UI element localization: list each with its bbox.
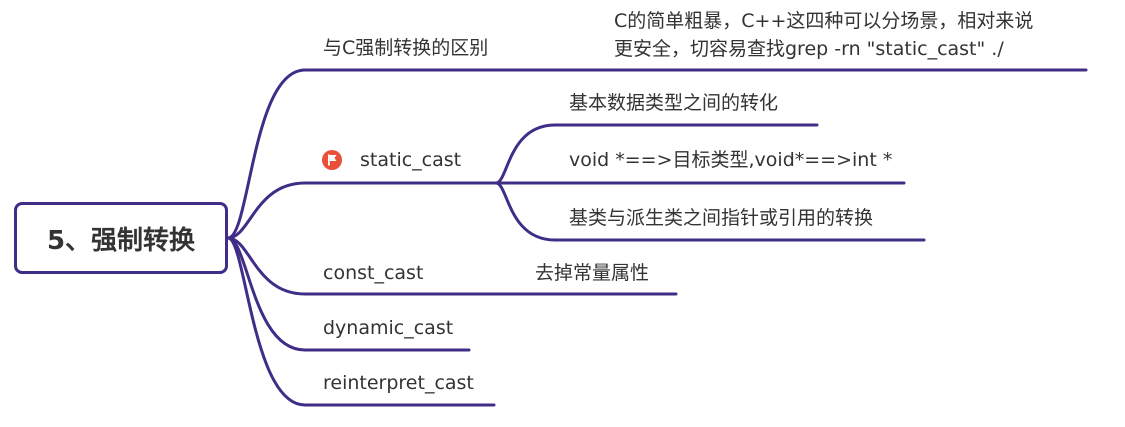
root-node[interactable]: 5、强制转换: [14, 202, 228, 274]
connector-static-child-1: [494, 123, 557, 185]
connector-branch-3: [226, 236, 307, 296]
branch-c-cast-difference[interactable]: 与C强制转换的区别: [323, 37, 489, 59]
root-node-label: 5、强制转换: [46, 225, 196, 256]
connector-branch-1: [226, 68, 307, 240]
connector-static-child-3: [494, 181, 557, 242]
connector-branch-2: [226, 181, 307, 240]
static-cast-child-basic-types[interactable]: 基本数据类型之间的转化: [569, 92, 779, 114]
branch-dynamic-cast[interactable]: dynamic_cast: [323, 317, 454, 339]
branch-reinterpret-cast[interactable]: reinterpret_cast: [323, 372, 474, 394]
const-cast-child-remove-const[interactable]: 去掉常量属性: [535, 262, 650, 284]
branch-static-cast[interactable]: static_cast: [360, 149, 462, 171]
note-line-1: C的简单粗暴，C++这四种可以分场景，相对来说: [614, 10, 1034, 32]
static-cast-child-base-derived[interactable]: 基类与派生类之间指针或引用的转换: [569, 207, 874, 229]
red-flag-icon: [322, 150, 342, 170]
connector-branch-5: [226, 236, 307, 407]
branch-const-cast[interactable]: const_cast: [323, 262, 424, 284]
static-cast-child-void-pointer[interactable]: void *==>目标类型,void*==>int *: [569, 149, 893, 171]
note-line-2: 更安全，切容易查找grep -rn "static_cast" ./: [614, 38, 1004, 60]
note-c-cast-difference[interactable]: C的简单粗暴，C++这四种可以分场景，相对来说 更安全，切容易查找grep -r…: [614, 7, 1033, 63]
